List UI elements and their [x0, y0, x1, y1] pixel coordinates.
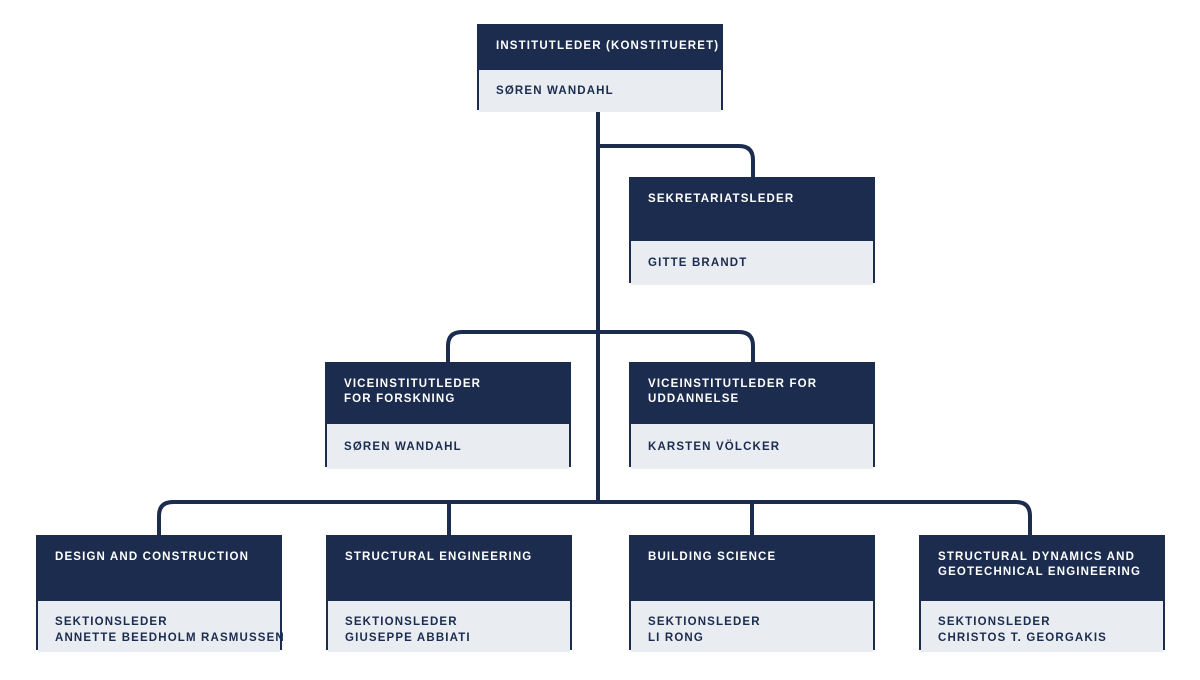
node-institutleder[interactable]: INSTITUTLEDER (KONSTITUERET) SØREN WANDA… [477, 24, 723, 112]
node-structural-dynamics-person-name: CHRISTOS T. GEORGAKIS [938, 632, 1107, 644]
node-viceinstitutleder-uddannelse-person-name: KARSTEN VÖLCKER [648, 440, 781, 453]
node-viceinstitutleder-forskning-title: VICEINSTITUTLEDER FOR FORSKNING [327, 364, 569, 422]
node-sekretariatsleder-title: SEKRETARIATSLEDER [631, 179, 873, 239]
node-structural-dynamics-details: SEKTIONSLEDER CHRISTOS T. GEORGAKIS [921, 599, 1163, 652]
node-design-and-construction-person-name: ANNETTE BEEDHOLM RASMUSSEN [55, 632, 285, 644]
node-structural-dynamics-title-line1: STRUCTURAL DYNAMICS AND [938, 551, 1136, 563]
node-design-and-construction-role: SEKTIONSLEDER [55, 616, 168, 628]
node-viceinstitutleder-uddannelse-title-line2: UDDANNELSE [648, 393, 740, 405]
node-viceinstitutleder-uddannelse-title: VICEINSTITUTLEDER FOR UDDANNELSE [631, 364, 873, 422]
node-viceinstitutleder-uddannelse-title-line1: VICEINSTITUTLEDER FOR [648, 378, 818, 390]
node-sekretariatsleder-person-name: GITTE BRANDT [648, 257, 748, 269]
node-structural-engineering-details: SEKTIONSLEDER GIUSEPPE ABBIATI [328, 599, 570, 652]
node-building-science-details: SEKTIONSLEDER LI RONG [631, 599, 873, 652]
edge-to-sekretariatsleder [598, 144, 755, 177]
node-design-and-construction-details: SEKTIONSLEDER ANNETTE BEEDHOLM RASMUSSEN [38, 599, 284, 652]
node-viceinstitutleder-uddannelse-person: KARSTEN VÖLCKER [631, 422, 873, 469]
node-viceinstitutleder-forskning-person-name: SØREN WANDAHL [344, 440, 462, 453]
node-institutleder-title: INSTITUTLEDER (KONSTITUERET) [479, 26, 721, 68]
node-viceinstitutleder-forskning-person: SØREN WANDAHL [327, 422, 569, 469]
node-structural-engineering[interactable]: STRUCTURAL ENGINEERING SEKTIONSLEDER GIU… [326, 535, 572, 652]
node-institutleder-person-name: SØREN WANDAHL [496, 85, 614, 97]
node-structural-dynamics-and-geotechnical-engineering[interactable]: STRUCTURAL DYNAMICS AND GEOTECHNICAL ENG… [919, 535, 1165, 652]
node-design-and-construction[interactable]: DESIGN AND CONSTRUCTION SEKTIONSLEDER AN… [36, 535, 284, 652]
node-sekretariatsleder[interactable]: SEKRETARIATSLEDER GITTE BRANDT [629, 177, 875, 285]
node-viceinstitutleder-uddannelse[interactable]: VICEINSTITUTLEDER FOR UDDANNELSE KARSTEN… [629, 362, 875, 469]
node-structural-engineering-person-name: GIUSEPPE ABBIATI [345, 632, 471, 644]
node-viceinstitutleder-forskning[interactable]: VICEINSTITUTLEDER FOR FORSKNING SØREN WA… [325, 362, 571, 469]
node-building-science-role: SEKTIONSLEDER [648, 616, 761, 628]
node-building-science-person-name: LI RONG [648, 632, 704, 644]
node-institutleder-person: SØREN WANDAHL [479, 68, 721, 112]
edge-bar-sections [157, 500, 1032, 535]
node-structural-engineering-title: STRUCTURAL ENGINEERING [328, 537, 570, 599]
node-building-science[interactable]: BUILDING SCIENCE SEKTIONSLEDER LI RONG [629, 535, 875, 652]
node-design-and-construction-title: DESIGN AND CONSTRUCTION [38, 537, 280, 599]
node-structural-dynamics-title: STRUCTURAL DYNAMICS AND GEOTECHNICAL ENG… [921, 537, 1163, 599]
node-structural-dynamics-title-line2: GEOTECHNICAL ENGINEERING [938, 566, 1142, 578]
node-viceinstitutleder-forskning-title-line2: FOR FORSKNING [344, 393, 456, 405]
node-institutleder-title-line1: INSTITUTLEDER (KONSTITUERET) [496, 40, 720, 52]
node-structural-dynamics-role: SEKTIONSLEDER [938, 616, 1051, 628]
node-sekretariatsleder-person: GITTE BRANDT [631, 239, 873, 285]
node-structural-engineering-title-line1: STRUCTURAL ENGINEERING [345, 551, 533, 563]
node-building-science-title: BUILDING SCIENCE [631, 537, 873, 599]
node-viceinstitutleder-forskning-title-line1: VICEINSTITUTLEDER [344, 378, 482, 390]
node-design-and-construction-title-line1: DESIGN AND CONSTRUCTION [55, 551, 250, 563]
edge-bar-viceinstitutleder [446, 330, 755, 362]
node-structural-engineering-role: SEKTIONSLEDER [345, 616, 458, 628]
node-sekretariatsleder-title-line1: SEKRETARIATSLEDER [648, 193, 795, 205]
node-building-science-title-line1: BUILDING SCIENCE [648, 551, 777, 563]
